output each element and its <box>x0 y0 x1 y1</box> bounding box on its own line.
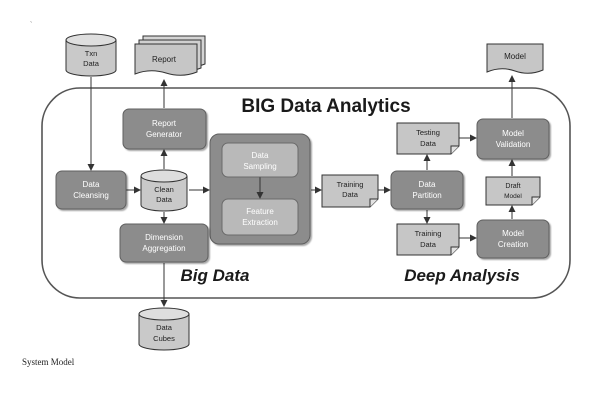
stray-mark: ` <box>30 22 33 29</box>
store-data-cubes-label-1: Data <box>156 323 173 332</box>
store-clean-data-label-2: Data <box>156 195 173 204</box>
doc-testing-data-label-1: Testing <box>416 128 440 137</box>
process-model-validation-label-1: Model <box>502 129 524 138</box>
connectors <box>87 75 516 307</box>
process-data-sampling <box>221 142 299 178</box>
doc-training-data-2-label-2: Data <box>420 240 437 249</box>
store-clean-data-label-1: Clean <box>154 185 174 194</box>
process-report-generator <box>122 108 207 150</box>
store-txn-data-label-2: Data <box>83 59 100 68</box>
doc-report-label: Report <box>152 55 177 64</box>
process-model-validation <box>476 118 550 160</box>
process-model-creation-label-1: Model <box>502 229 524 238</box>
store-data-cubes-label-2: Cubes <box>153 334 175 343</box>
process-feature-extraction <box>221 198 299 236</box>
doc-draft-model-label-2: Model <box>504 193 522 200</box>
process-dimension-aggregation-label-2: Aggregation <box>142 244 185 253</box>
section-label-deep-analysis: Deep Analysis <box>404 266 520 285</box>
store-txn-data-label-1: Txn <box>85 49 98 58</box>
process-feature-extraction-label-1: Feature <box>246 207 274 216</box>
doc-draft-model <box>485 176 541 206</box>
process-data-partition <box>390 170 464 210</box>
doc-training-data-2 <box>396 223 460 256</box>
store-data-cubes <box>138 307 190 351</box>
process-model-validation-label-2: Validation <box>496 140 531 149</box>
process-data-cleansing-label-2: Cleansing <box>73 191 109 200</box>
process-data-partition-label-1: Data <box>419 180 436 189</box>
doc-testing-data <box>396 122 460 155</box>
process-dimension-aggregation-label-1: Dimension <box>145 233 183 242</box>
process-data-sampling-label-2: Sampling <box>243 162 276 171</box>
process-feature-extraction-label-2: Extraction <box>242 218 278 227</box>
doc-draft-model-label-1: Draft <box>505 183 520 190</box>
doc-training-data-1-label-2: Data <box>342 190 359 199</box>
process-data-cleansing-label-1: Data <box>83 180 100 189</box>
doc-testing-data-label-2: Data <box>420 139 437 148</box>
doc-model-label: Model <box>504 52 526 61</box>
process-report-generator-label-1: Report <box>152 119 177 128</box>
store-clean-data <box>140 169 188 212</box>
process-model-creation-label-2: Creation <box>498 240 528 249</box>
store-txn-data <box>65 33 117 77</box>
doc-report-stack <box>134 35 206 76</box>
process-report-generator-label-2: Generator <box>146 130 182 139</box>
doc-model <box>486 43 544 74</box>
doc-training-data-1-label-1: Training <box>337 180 364 189</box>
process-dimension-aggregation <box>119 223 209 263</box>
process-data-partition-label-2: Partition <box>412 191 441 200</box>
doc-training-data-2-label-1: Training <box>415 229 442 238</box>
process-data-sampling-label-1: Data <box>252 151 269 160</box>
process-model-creation <box>476 219 550 259</box>
figure-caption: System Model <box>22 357 75 367</box>
section-label-big-data: Big Data <box>181 266 250 285</box>
process-data-cleansing <box>55 170 127 210</box>
frame-title: BIG Data Analytics <box>241 96 410 117</box>
doc-training-data-1 <box>321 174 379 208</box>
